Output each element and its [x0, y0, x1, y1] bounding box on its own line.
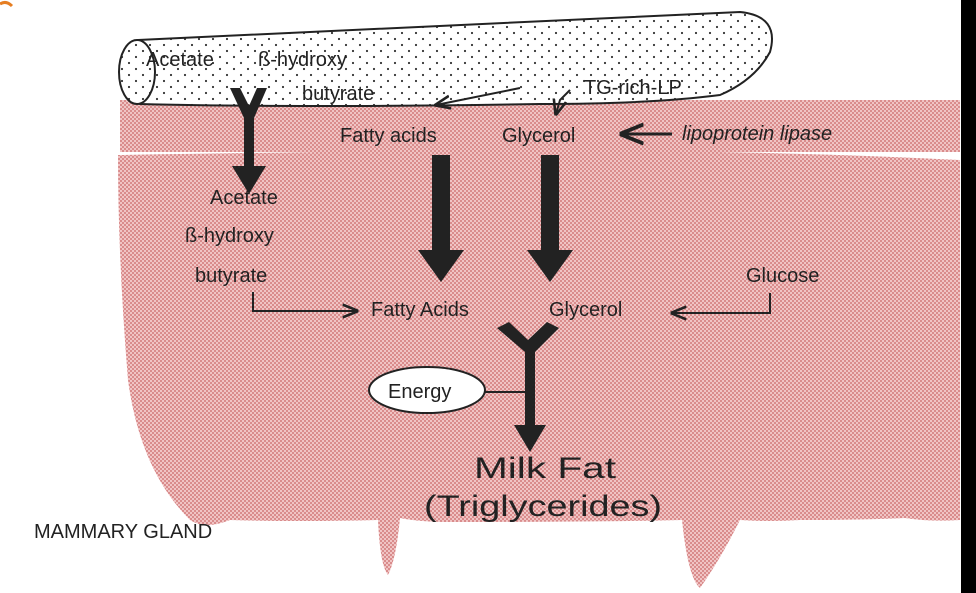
tg-rich-lp-label: TG-rich-LP: [584, 77, 682, 99]
cell-glycerol-label: Glycerol: [549, 299, 622, 321]
glucose-label: Glucose: [746, 265, 819, 287]
cell-acetate-label: Acetate: [210, 187, 278, 209]
energy-label: Energy: [388, 381, 451, 403]
triglycerides-label: (Triglycerides): [424, 490, 662, 523]
cell-bhb-line2: butyrate: [195, 265, 267, 287]
vessel-acetate-label: Acetate: [146, 49, 214, 71]
right-border: [961, 0, 976, 593]
vessel-bhb-line1: ß-hydroxy: [258, 49, 347, 71]
wall-glycerol-label: Glycerol: [502, 125, 575, 147]
wall-fatty-acids-label: Fatty acids: [340, 125, 437, 147]
vessel-bhb-line2: butyrate: [302, 83, 374, 105]
orange-corner-mark-icon: [0, 0, 16, 12]
cell-fatty-acids-label: Fatty Acids: [371, 299, 469, 321]
milk-fat-label: Milk Fat: [474, 452, 617, 485]
lipoprotein-lipase-label: lipoprotein lipase: [682, 123, 832, 145]
mammary-gland-label: MAMMARY GLAND: [34, 521, 212, 543]
cell-bhb-line1: ß-hydroxy: [185, 225, 274, 247]
